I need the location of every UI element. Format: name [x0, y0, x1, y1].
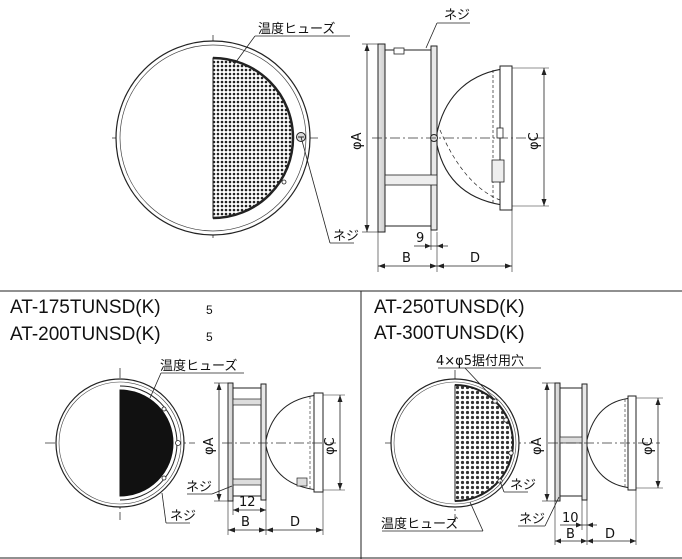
label-screw-top: ネジ — [444, 8, 470, 23]
dim-phi-a: φA — [202, 437, 217, 455]
dim-12: 12 — [239, 495, 256, 510]
dim-d: D — [290, 515, 300, 530]
model-175-sub: 5 — [206, 303, 213, 317]
dim-phi-c: φC — [527, 132, 542, 150]
top-front-view: 温度ヒューズ ネジ — [112, 21, 359, 244]
top-side-view: ネジ φA φC 9 B D — [350, 8, 549, 272]
label-screw-left: ネジ — [333, 229, 359, 244]
dim-10: 10 — [562, 511, 579, 526]
model-175: AT-175TUNSD(K) — [10, 297, 161, 318]
dim-phi-c: φC — [323, 437, 338, 455]
label-screw: ネジ — [510, 478, 536, 493]
label-screw-1: ネジ — [186, 480, 212, 495]
label-screw-2: ネジ — [170, 509, 196, 524]
model-250: AT-250TUNSD(K) — [374, 297, 525, 318]
dim-b: B — [241, 515, 250, 530]
label-screw-2: ネジ — [519, 512, 545, 527]
label-fuse: 温度ヒューズ — [160, 358, 237, 374]
dim-9: 9 — [416, 231, 424, 246]
panel-left: AT-175TUNSD(K) 5 AT-200TUNSD(K) 5 温度ヒューズ… — [10, 297, 345, 535]
dim-b: B — [566, 527, 575, 542]
dim-phi-a: φA — [530, 437, 545, 455]
dim-d: D — [470, 251, 480, 266]
model-200-sub: 5 — [206, 330, 213, 344]
label-fuse: 温度ヒューズ — [381, 516, 458, 532]
model-300: AT-300TUNSD(K) — [374, 323, 525, 344]
label-fuse: 温度ヒューズ — [258, 21, 335, 37]
model-200: AT-200TUNSD(K) — [10, 324, 161, 345]
label-holes: 4×φ5据付用穴 — [436, 354, 524, 369]
panel-right: AT-250TUNSD(K) AT-300TUNSD(K) 4×φ5据付用穴 ネ… — [374, 297, 663, 545]
dim-phi-a: φA — [350, 132, 365, 150]
dim-phi-c: φC — [641, 437, 656, 455]
dim-b: B — [402, 251, 411, 266]
dim-d: D — [605, 527, 615, 542]
